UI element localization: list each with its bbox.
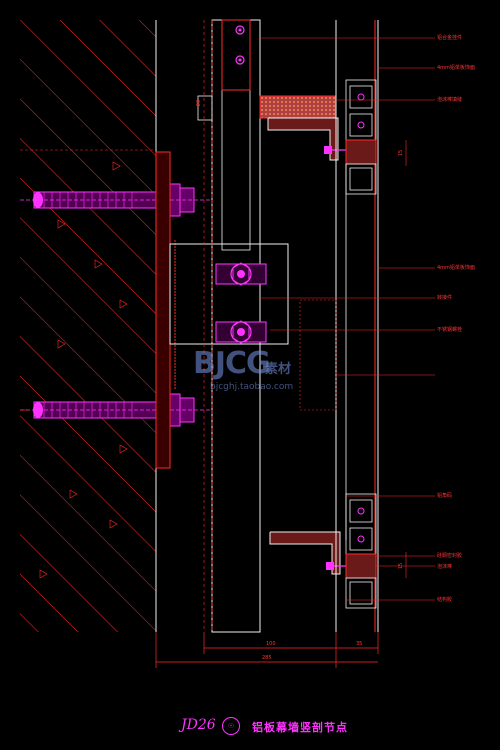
drawing-name: 铝板幕墙竖剖节点 [252, 721, 348, 734]
label-l2: 4mm铝单板饰面 [437, 65, 475, 71]
watermark-url: bjcghj.taobao.com [210, 382, 294, 392]
dim-mid: 100 [266, 641, 276, 647]
dim-right-small-bottom: 15 [398, 562, 405, 570]
watermark-cn: 素材 [265, 362, 292, 377]
label-l9: 泡沫棒 [437, 564, 453, 570]
label-l10: 结构胶 [437, 597, 453, 603]
bracket-bolt-upper [215, 262, 267, 286]
detail-circle-icon: ☉ [222, 717, 240, 735]
label-l6: 不锈钢螺栓 [437, 327, 463, 333]
label-l1: 铝合金挂件 [437, 35, 463, 41]
bottom-dimension [20, 409, 379, 668]
bracket-bolt-lower [215, 320, 267, 344]
foam-filler [197, 95, 337, 121]
aluminium-angle-bottom [269, 531, 350, 575]
label-l4: 4mm铝单板饰面 [437, 265, 475, 271]
drawing-code: JD26 [181, 717, 216, 733]
dim-right-small-top: 15 [398, 149, 405, 157]
anchor-bolt-top [20, 183, 210, 217]
watermark-logo: BJCG [193, 346, 271, 381]
label-l7: 铝角码 [437, 493, 453, 499]
aluminium-panel [299, 20, 379, 632]
anchor-bolt-bottom [20, 393, 210, 427]
leader-lines [260, 37, 435, 601]
aluminium-angle-top [267, 117, 348, 161]
drawing-title: JD26 ☉ 铝板幕墙竖剖节点 [0, 708, 500, 744]
label-l5: 转接件 [437, 295, 453, 301]
dim-left: 20 [196, 99, 203, 107]
label-l8: 硅酮密封胶 [437, 553, 463, 559]
label-l3: 泡沫棒填缝 [437, 97, 463, 103]
dim-right: 35 [356, 641, 363, 647]
dim-total: 285 [262, 655, 272, 661]
concrete-wall [20, 20, 157, 632]
